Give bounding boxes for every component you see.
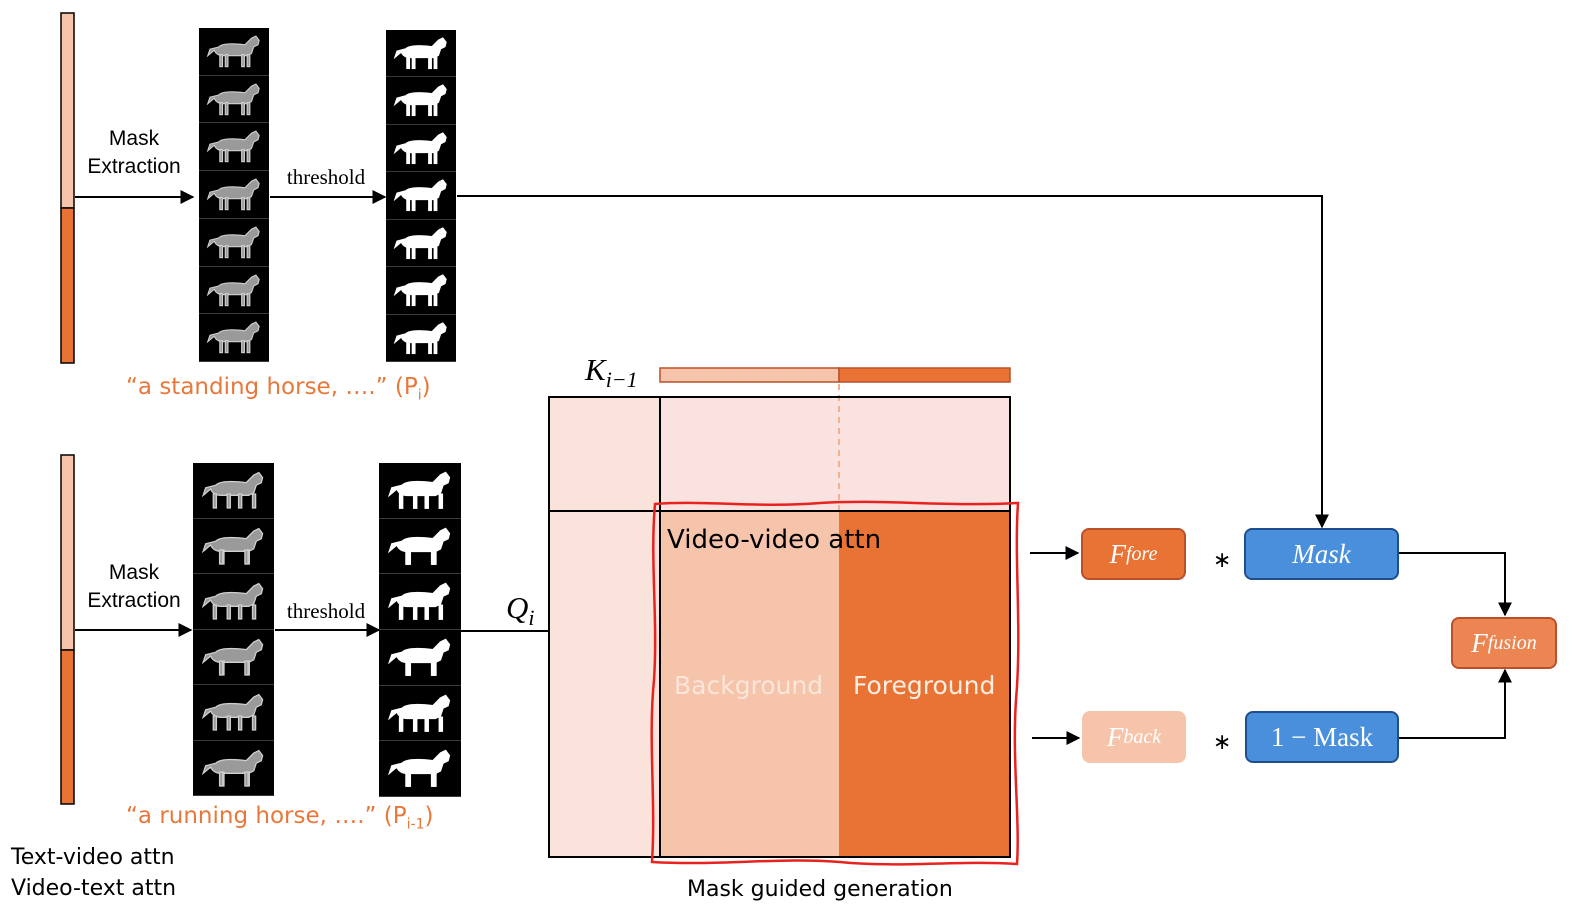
frame-cell — [193, 463, 274, 519]
bottom-token-bar — [60, 454, 75, 805]
video-text-attn-label: Video-text attn — [11, 876, 177, 901]
top-mask-extraction-label: Mask Extraction — [87, 127, 181, 178]
mask-guided-generation-label: Mask guided generation — [687, 877, 953, 902]
attention-grid — [548, 384, 1011, 858]
mask-guided-outline — [650, 500, 1020, 866]
bottom-gray-frames — [193, 463, 274, 796]
frame-cell — [386, 267, 456, 315]
background-label: Background — [674, 671, 824, 700]
frame-cell — [193, 519, 274, 574]
inv-mask-to-fusion-line — [1399, 668, 1512, 739]
frame-cell — [386, 30, 456, 78]
frame-cell — [199, 219, 269, 267]
frame-cell — [386, 125, 456, 173]
times-operator-top: ∗ — [1213, 548, 1232, 573]
bottom-threshold-label: threshold — [286, 599, 366, 623]
bottom-mask-extraction-label: Mask Extraction — [87, 561, 181, 612]
times-operator-bottom: ∗ — [1213, 730, 1232, 755]
frame-cell — [386, 315, 456, 362]
top-threshold-label: threshold — [286, 165, 366, 189]
frame-cell — [199, 314, 269, 362]
top-binary-masks — [386, 30, 456, 362]
frame-cell — [199, 76, 269, 124]
frame-cell — [193, 685, 274, 741]
frame-cell — [193, 741, 274, 796]
mask-to-fusion-line — [1399, 552, 1512, 617]
frame-cell — [386, 220, 456, 268]
frame-cell — [379, 741, 461, 797]
frame-cell — [379, 519, 461, 575]
top-gray-frames — [199, 28, 269, 362]
mask-box: Mask — [1244, 528, 1399, 580]
frame-cell — [193, 574, 274, 630]
query-label: Qi — [506, 590, 535, 631]
frame-cell — [199, 267, 269, 315]
foreground-label: Foreground — [853, 671, 996, 700]
top-prompt: “a standing horse, ….” (Pi) — [126, 374, 431, 404]
key-label: Ki−1 — [585, 352, 638, 393]
one-minus-mask-box: 1 − Mask — [1245, 711, 1399, 763]
frame-cell — [379, 630, 461, 686]
frame-cell — [386, 77, 456, 125]
bottom-binary-masks — [379, 463, 461, 797]
frame-cell — [199, 123, 269, 172]
bottom-prompt: “a running horse, ….” (Pi-1) — [126, 803, 434, 833]
frame-cell — [379, 574, 461, 630]
video-video-attn-label: Video-video attn — [667, 525, 882, 555]
text-video-attn-label: Text-video attn — [11, 845, 175, 870]
frame-cell — [199, 28, 269, 76]
frame-cell — [386, 172, 456, 220]
top-mask-to-mask-box-line — [457, 195, 1329, 529]
key-bar — [659, 367, 1011, 383]
frame-cell — [199, 171, 269, 219]
top-token-bar — [60, 12, 75, 364]
frame-cell — [379, 686, 461, 742]
frame-cell — [193, 630, 274, 685]
frame-cell — [379, 463, 461, 519]
